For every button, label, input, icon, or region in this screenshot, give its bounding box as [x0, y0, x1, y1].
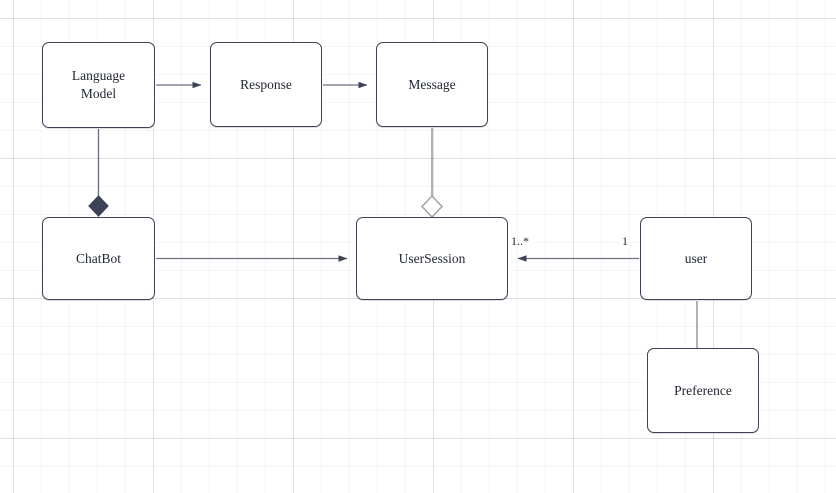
node-label-response: Response [240, 76, 292, 92]
node-response[interactable]: Response [210, 42, 322, 127]
node-label-chatbot: ChatBot [75, 250, 121, 266]
edge-label-multiplicity-usersession: 1..* [511, 234, 529, 248]
node-label-message: Message [408, 76, 456, 92]
node-user[interactable]: user [640, 217, 752, 300]
node-label-preference: Preference [674, 382, 732, 398]
node-label-language-model: Language Model [71, 68, 126, 101]
aggregation-diamond-icon [421, 194, 443, 219]
node-label-user: user [684, 250, 708, 266]
edge-label-multiplicity-user: 1 [622, 234, 628, 248]
node-message[interactable]: Message [376, 42, 488, 127]
composition-diamond-icon [88, 195, 109, 217]
node-language-model[interactable]: Language Model [42, 42, 155, 128]
node-usersession[interactable]: UserSession [356, 217, 508, 300]
node-preference[interactable]: Preference [647, 348, 759, 433]
edge-language-model-to-chatbot [88, 129, 109, 217]
node-label-usersession: UserSession [398, 250, 466, 266]
edge-message-to-usersession [421, 128, 443, 219]
node-chatbot[interactable]: ChatBot [42, 217, 155, 300]
